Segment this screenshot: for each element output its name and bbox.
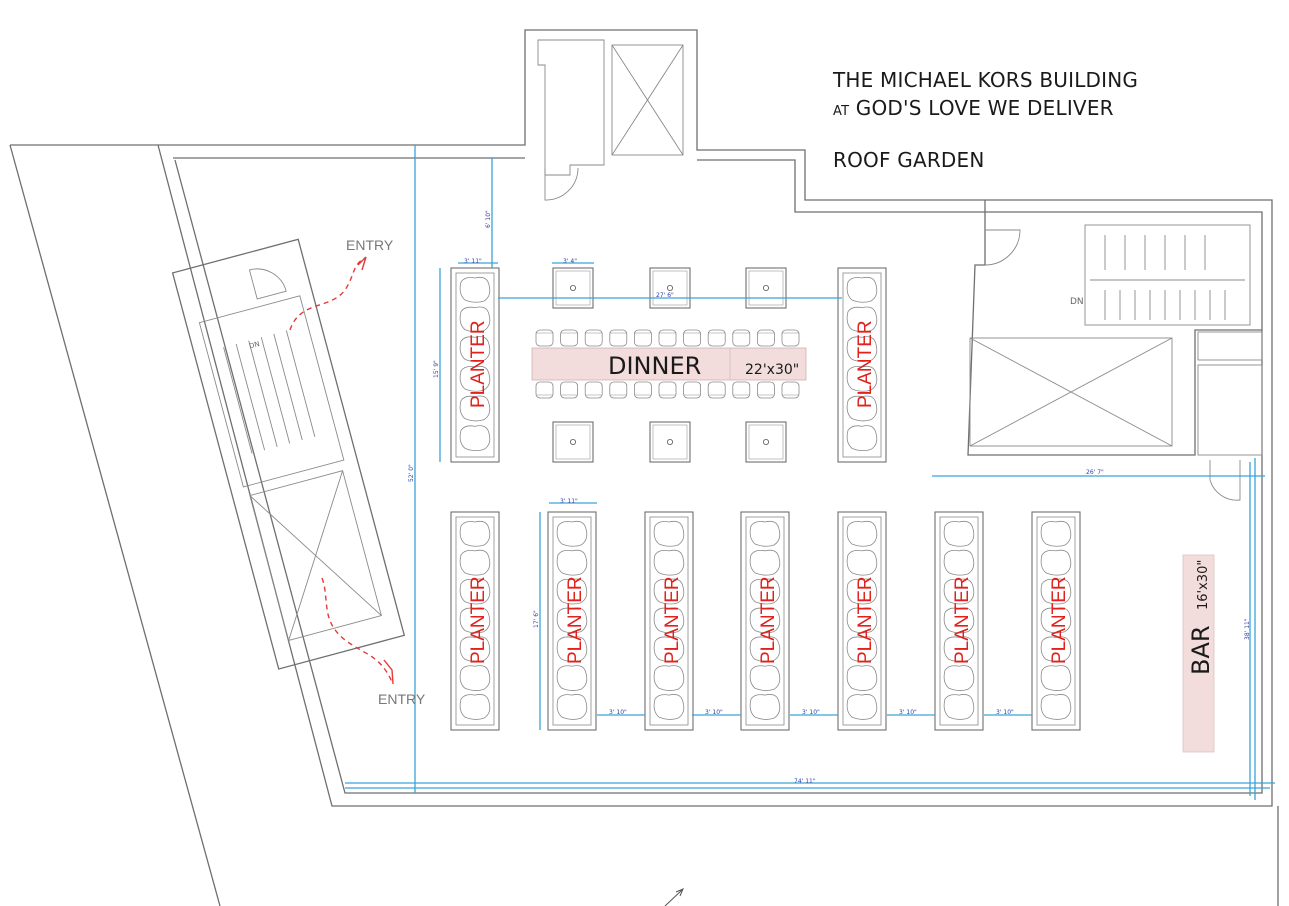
planter-label: PLANTER <box>468 320 489 408</box>
chair <box>732 329 751 347</box>
dim-aisle-3: 3' 10" <box>802 709 820 716</box>
dinner-table-group: DINNER 22'x30" <box>531 329 807 399</box>
planter: PLANTER <box>934 511 984 731</box>
planter-label: PLANTER <box>468 576 489 664</box>
chair <box>658 381 677 399</box>
planter-label: PLANTER <box>662 576 683 664</box>
left-core: DN <box>171 238 406 670</box>
chair <box>683 329 701 347</box>
bar-group: BAR 16'x30" <box>1182 554 1215 753</box>
dim-planter-length-top: 15' 9" <box>433 360 440 378</box>
planter: PLANTER <box>1031 511 1081 731</box>
side-table <box>552 421 594 463</box>
planter-label: PLANTER <box>855 576 876 664</box>
planter: PLANTER <box>450 267 500 463</box>
planter: PLANTER <box>547 511 597 731</box>
planter: PLANTER <box>837 511 887 731</box>
entry-bottom-label: ENTRY <box>378 691 426 707</box>
chair <box>560 381 578 399</box>
side-table <box>649 267 691 309</box>
planter: PLANTER <box>837 267 887 463</box>
dim-overall-height: 52' 0" <box>408 464 415 482</box>
dim-right-height: 38' 11" <box>1244 618 1251 640</box>
chair <box>609 329 628 347</box>
planter-label: PLANTER <box>855 320 876 408</box>
planter-label: PLANTER <box>952 576 973 664</box>
title-line-3: ROOF GARDEN <box>833 148 985 172</box>
bar-size-label: 16'x30" <box>1196 560 1211 610</box>
chair <box>757 329 775 347</box>
building-walls <box>9 29 1279 906</box>
dim-right-span: 26' 7" <box>1086 469 1104 476</box>
side-table <box>649 421 691 463</box>
dimension-labels: 6' 10" 3' 11" 3' 4" 27' 6" 15' 9" 52' 0"… <box>408 210 1251 785</box>
entry-markers: ENTRY ENTRY <box>289 237 426 707</box>
chair <box>658 329 677 347</box>
dim-planter-width-bottom: 3' 11" <box>560 498 578 505</box>
chair <box>781 381 800 399</box>
side-table <box>745 421 787 463</box>
chair <box>535 329 554 347</box>
planter-label: PLANTER <box>565 576 586 664</box>
dinner-size-label: 22'x30" <box>745 362 799 378</box>
chair <box>707 329 726 347</box>
chair <box>683 381 701 399</box>
side-table <box>552 267 594 309</box>
chair <box>584 381 603 399</box>
chair <box>707 381 726 399</box>
dim-aisle-4: 3' 10" <box>899 709 917 716</box>
entry-top-label: ENTRY <box>346 237 394 253</box>
north-arrow-icon <box>664 888 684 906</box>
dim-table-width: 3' 4" <box>563 258 577 265</box>
side-table <box>745 267 787 309</box>
dim-planter-length-bottom: 17' 6" <box>533 610 540 628</box>
dinner-label: DINNER <box>608 352 701 380</box>
dim-planter-width-top: 3' 11" <box>464 258 482 265</box>
planter-label: PLANTER <box>1049 576 1070 664</box>
chair <box>584 329 603 347</box>
entry-bottom-arrow <box>321 577 393 683</box>
dimension-lines <box>345 145 1275 800</box>
stair-dn-left-label: DN <box>248 340 260 350</box>
stair-dn-right-label: DN <box>1070 297 1084 307</box>
planter: PLANTER <box>740 511 790 731</box>
dim-aisle-5: 3' 10" <box>996 709 1014 716</box>
dim-aisle-1: 3' 10" <box>609 709 627 716</box>
dim-aisle-2: 3' 10" <box>705 709 723 716</box>
chair <box>535 381 554 399</box>
chair <box>634 329 652 347</box>
title-organization: GOD'S LOVE WE DELIVER <box>855 96 1114 120</box>
entry-top-arrow <box>289 257 366 331</box>
chair <box>560 329 578 347</box>
dinner-table <box>531 347 807 381</box>
title-line-1: THE MICHAEL KORS BUILDING <box>833 68 1139 92</box>
dim-overall-width: 74' 11" <box>794 778 816 785</box>
chair <box>757 381 775 399</box>
dim-between-planters: 27' 6" <box>656 292 674 299</box>
title-at: AT <box>833 104 850 119</box>
title-line-2: AT GOD'S LOVE WE DELIVER <box>833 96 1114 120</box>
small-tables <box>552 267 787 463</box>
planter: PLANTER <box>644 511 694 731</box>
right-core: DN <box>967 200 1263 501</box>
chair <box>634 381 652 399</box>
planter-label: PLANTER <box>758 576 779 664</box>
bar-label: BAR <box>1187 625 1215 675</box>
bar-counter <box>1182 554 1215 753</box>
chair <box>781 329 800 347</box>
chair <box>609 381 628 399</box>
dim-top-gap: 6' 10" <box>485 210 492 228</box>
chair <box>732 381 751 399</box>
dinner-chairs <box>535 329 800 399</box>
planter: PLANTER <box>450 511 500 731</box>
planters: PLANTER PLANTER PLANTER PLANTER PLANTER PLANT… <box>450 267 1081 731</box>
